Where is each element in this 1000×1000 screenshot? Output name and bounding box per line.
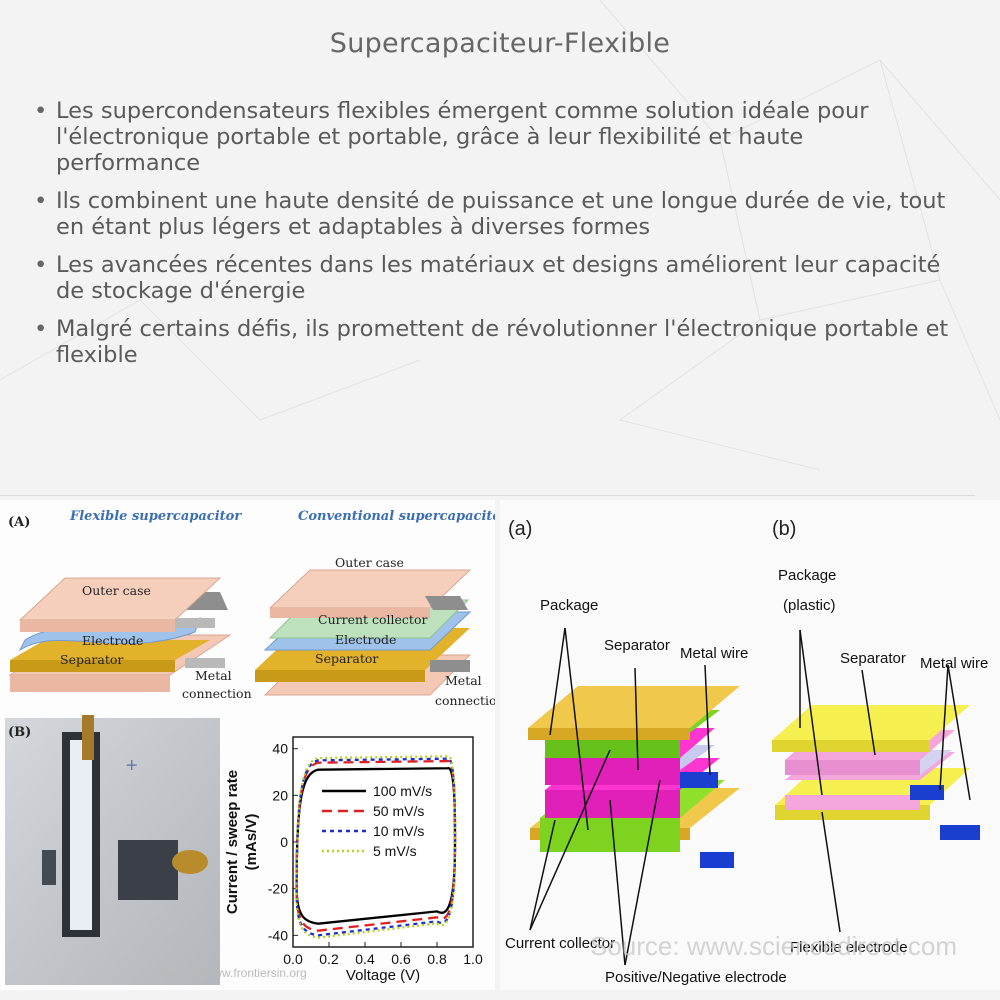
cv-chart: Current / sweep rate (mAs/V) Voltage (V)…	[224, 736, 483, 984]
bullet-dot: •	[34, 188, 48, 214]
flex-connection-label: connection	[182, 686, 252, 701]
bullet-list: • Les supercondensateurs flexibles émerge…	[32, 98, 952, 380]
a-current-collector-label: Current collector	[505, 935, 615, 952]
y-tick-label: 40	[272, 741, 288, 757]
panel-a-label: (A)	[8, 515, 30, 530]
b-separator-label: Separator	[840, 650, 906, 667]
conv-connection-label: connection	[435, 693, 495, 708]
panel-a-label-right: (a)	[508, 518, 532, 540]
flex-metal-label: Metal	[195, 668, 232, 683]
bullet-text: Les supercondensateurs flexibles émergen…	[56, 98, 869, 176]
conventional-title: Conventional supercapacitor	[298, 509, 495, 524]
stack-a-arrows	[529, 627, 711, 966]
b-package-label: Package	[778, 567, 836, 584]
a-pos-neg-electrode-label: Positive/Negative electrode	[605, 969, 787, 986]
b-metal-wire-label: Metal wire	[920, 655, 988, 672]
left-figure-svg: (A) Flexible supercapacitor Conventional…	[5, 509, 495, 985]
x-tick-label: 0.4	[355, 951, 375, 967]
left-source: Source: www.frontiersin.org	[160, 966, 307, 980]
conv-metal-label: Metal	[445, 673, 482, 688]
bullet-text: Ils combinent une haute densité de puiss…	[56, 188, 946, 240]
photo-mark: +	[125, 755, 138, 774]
left-figure: (A) Flexible supercapacitor Conventional…	[0, 500, 495, 990]
section-divider	[0, 495, 975, 496]
y-tick-label: -40	[268, 927, 288, 943]
bullet-dot: •	[34, 252, 48, 278]
right-source: Source: www.sciencedirect.com	[590, 931, 957, 961]
a-package-label: Package	[540, 597, 598, 614]
right-figure: (a) (b) Package Separa	[500, 500, 1000, 990]
flex-separator-label: Separator	[60, 652, 123, 667]
x-tick-label: 0.0	[283, 951, 303, 967]
bullet-dot: •	[34, 98, 48, 124]
right-figure-svg: (a) (b) Package Separa	[505, 518, 988, 986]
a-separator-label: Separator	[604, 637, 670, 654]
y-tick-label: 0	[280, 834, 288, 850]
stack-a-drawing	[528, 686, 740, 868]
x-tick-label: 0.8	[427, 951, 447, 967]
chart-x-axis-label: Voltage (V)	[346, 967, 420, 984]
bullet-text: Malgré certains défis, ils promettent de…	[56, 316, 949, 368]
legend-label: 10 mV/s	[373, 823, 424, 839]
bullet-dot: •	[34, 316, 48, 342]
x-tick-label: 0.2	[319, 951, 339, 967]
panel-b-label: (B)	[8, 725, 31, 740]
conventional-supercapacitor-drawing	[255, 569, 472, 696]
flex-outer-case-label: Outer case	[82, 583, 151, 598]
legend-label: 5 mV/s	[373, 843, 417, 859]
y-tick-label: 20	[272, 787, 288, 803]
y-tick-label: -20	[268, 881, 288, 897]
panel-b-label-right: (b)	[772, 518, 796, 540]
page-title: Supercapaciteur-Flexible	[329, 28, 671, 59]
bullet-item: • Malgré certains défis, ils promettent d…	[32, 316, 952, 368]
device-photo: +	[5, 715, 220, 985]
cv-curve-series	[295, 757, 457, 937]
x-tick-label: 1.0	[463, 951, 483, 967]
stack-b-drawing	[772, 705, 980, 840]
conv-outer-case-label: Outer case	[335, 555, 404, 570]
conv-separator-label: Separator	[315, 651, 378, 666]
bullet-item: • Ils combinent une haute densité de puis…	[32, 188, 952, 240]
conv-electrode-label: Electrode	[335, 632, 396, 647]
bullet-item: • Les supercondensateurs flexibles émerge…	[32, 98, 952, 176]
b-flexible-electrode-label: Flexible electrode	[790, 939, 908, 956]
flex-electrode-label: Electrode	[82, 633, 143, 648]
conv-current-collector-label: Current collector	[318, 612, 427, 627]
bullet-text: Les avancées récentes dans les matériaux…	[56, 252, 941, 304]
b-plastic-label: (plastic)	[783, 597, 836, 614]
legend-label: 100 mV/s	[373, 783, 432, 799]
flexible-title: Flexible supercapacitor	[69, 509, 242, 524]
flexible-supercapacitor-drawing	[8, 577, 232, 692]
x-tick-label: 0.6	[391, 951, 411, 967]
chart-y-axis-label-2: (mAs/V)	[243, 814, 260, 871]
cv-curve-series	[295, 759, 457, 932]
chart-y-axis-label-1: Current / sweep rate	[224, 770, 241, 914]
legend-label: 50 mV/s	[373, 803, 424, 819]
bullet-item: • Les avancées récentes dans les matériau…	[32, 252, 952, 304]
a-metal-wire-label: Metal wire	[680, 645, 748, 662]
stack-b-arrows	[799, 629, 971, 933]
cv-curve-series	[295, 755, 457, 939]
